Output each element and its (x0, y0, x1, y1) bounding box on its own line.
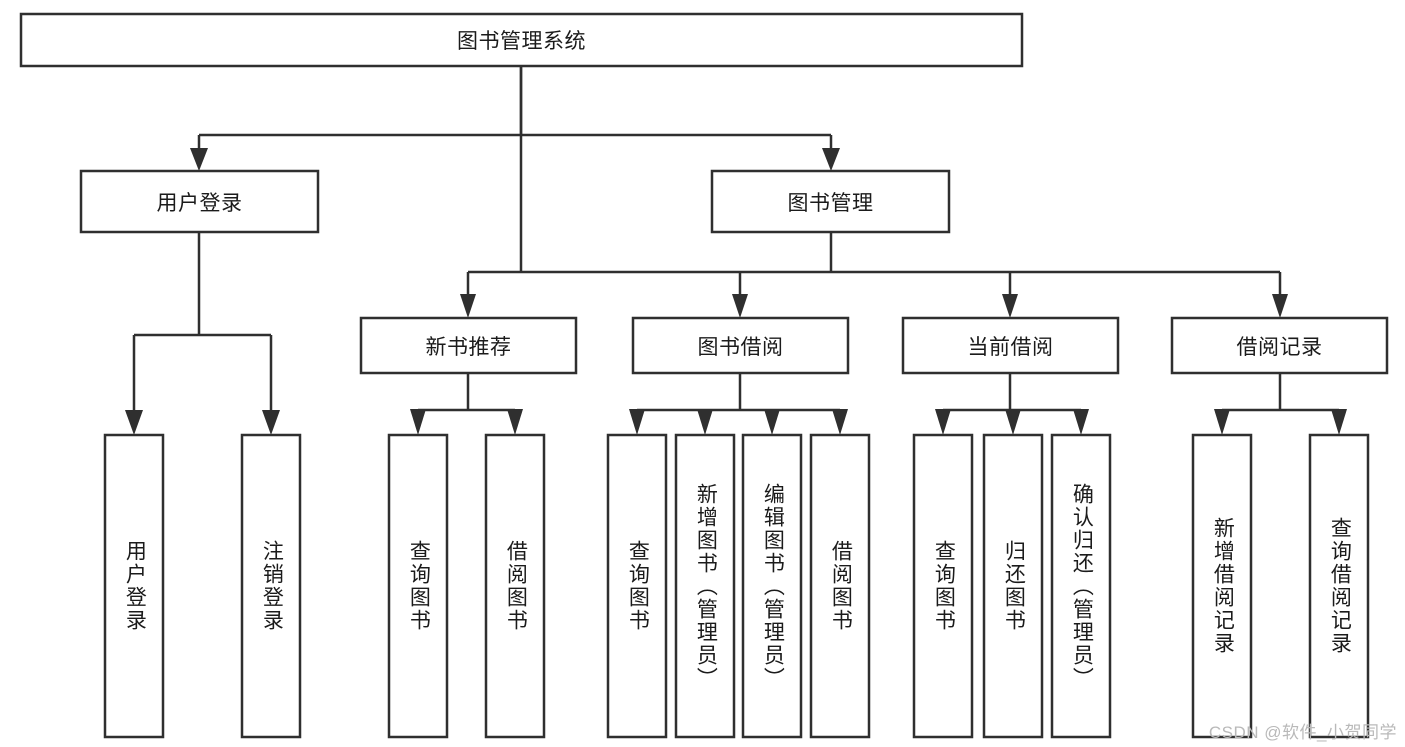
arrow-head-userlogin-2 (262, 410, 280, 435)
node-box-leaf-logout[interactable] (240, 433, 302, 739)
node-box-leaf-add-book[interactable] (674, 433, 736, 739)
arrow-head-bookborrow-2 (697, 409, 713, 435)
arrow-head-bookmgmt-4 (1272, 294, 1288, 318)
arrow-head-currentborrow-3 (1073, 409, 1089, 435)
node-box-root[interactable] (19, 12, 1024, 68)
node-box-leaf-edit-book[interactable] (741, 433, 803, 739)
node-box-leaf-query-record[interactable] (1308, 433, 1370, 739)
arrow-head-bookborrow-4 (832, 409, 848, 435)
connector-group-book-management (460, 232, 1288, 318)
arrow-head-root-userlogin (190, 148, 208, 171)
node-box-user-login[interactable] (79, 169, 320, 234)
node-box-leaf-confirm-return[interactable] (1050, 433, 1112, 739)
arrow-head-bookmgmt-2 (732, 294, 748, 318)
arrow-head-bookborrow-1 (629, 409, 645, 435)
arrow-head-currentborrow-2 (1005, 409, 1021, 435)
connector-group-borrow-record (1214, 373, 1347, 435)
node-box-leaf-query-book-2[interactable] (606, 433, 668, 739)
arrow-head-bookmgmt-3 (1002, 294, 1018, 318)
arrow-head-bookborrow-3 (764, 409, 780, 435)
node-box-leaf-borrow-book-2[interactable] (809, 433, 871, 739)
node-box-leaf-query-book-3[interactable] (912, 433, 974, 739)
arrow-head-bookmgmt-1 (460, 294, 476, 318)
arrow-head-borrowrecord-2 (1331, 409, 1347, 435)
node-box-book-management[interactable] (710, 169, 951, 234)
node-box-leaf-user-login[interactable] (103, 433, 165, 739)
watermark-text: CSDN @软件_小贺同学 (1208, 723, 1397, 742)
node-box-new-book-recommend[interactable] (359, 316, 578, 375)
arrow-head-borrowrecord-1 (1214, 409, 1230, 435)
node-box-book-borrow[interactable] (631, 316, 850, 375)
connector-group-root (190, 66, 840, 272)
node-box-leaf-borrow-book-1[interactable] (484, 433, 546, 739)
node-box-borrow-record[interactable] (1170, 316, 1389, 375)
arrow-head-currentborrow-1 (935, 409, 951, 435)
node-box-leaf-return-book[interactable] (982, 433, 1044, 739)
connector-group-new-book-recommend (410, 373, 523, 435)
node-box-current-borrow[interactable] (901, 316, 1120, 375)
arrow-head-root-bookmgmt (822, 148, 840, 171)
arrow-head-newbook-2 (507, 409, 523, 435)
arrow-head-userlogin-1 (125, 410, 143, 435)
arrow-head-newbook-1 (410, 409, 426, 435)
node-box-leaf-add-record[interactable] (1191, 433, 1253, 739)
node-box-leaf-query-book-1[interactable] (387, 433, 449, 739)
connector-group-user-login (125, 232, 280, 435)
connector-group-book-borrow (629, 373, 848, 435)
connector-group-current-borrow (935, 373, 1089, 435)
